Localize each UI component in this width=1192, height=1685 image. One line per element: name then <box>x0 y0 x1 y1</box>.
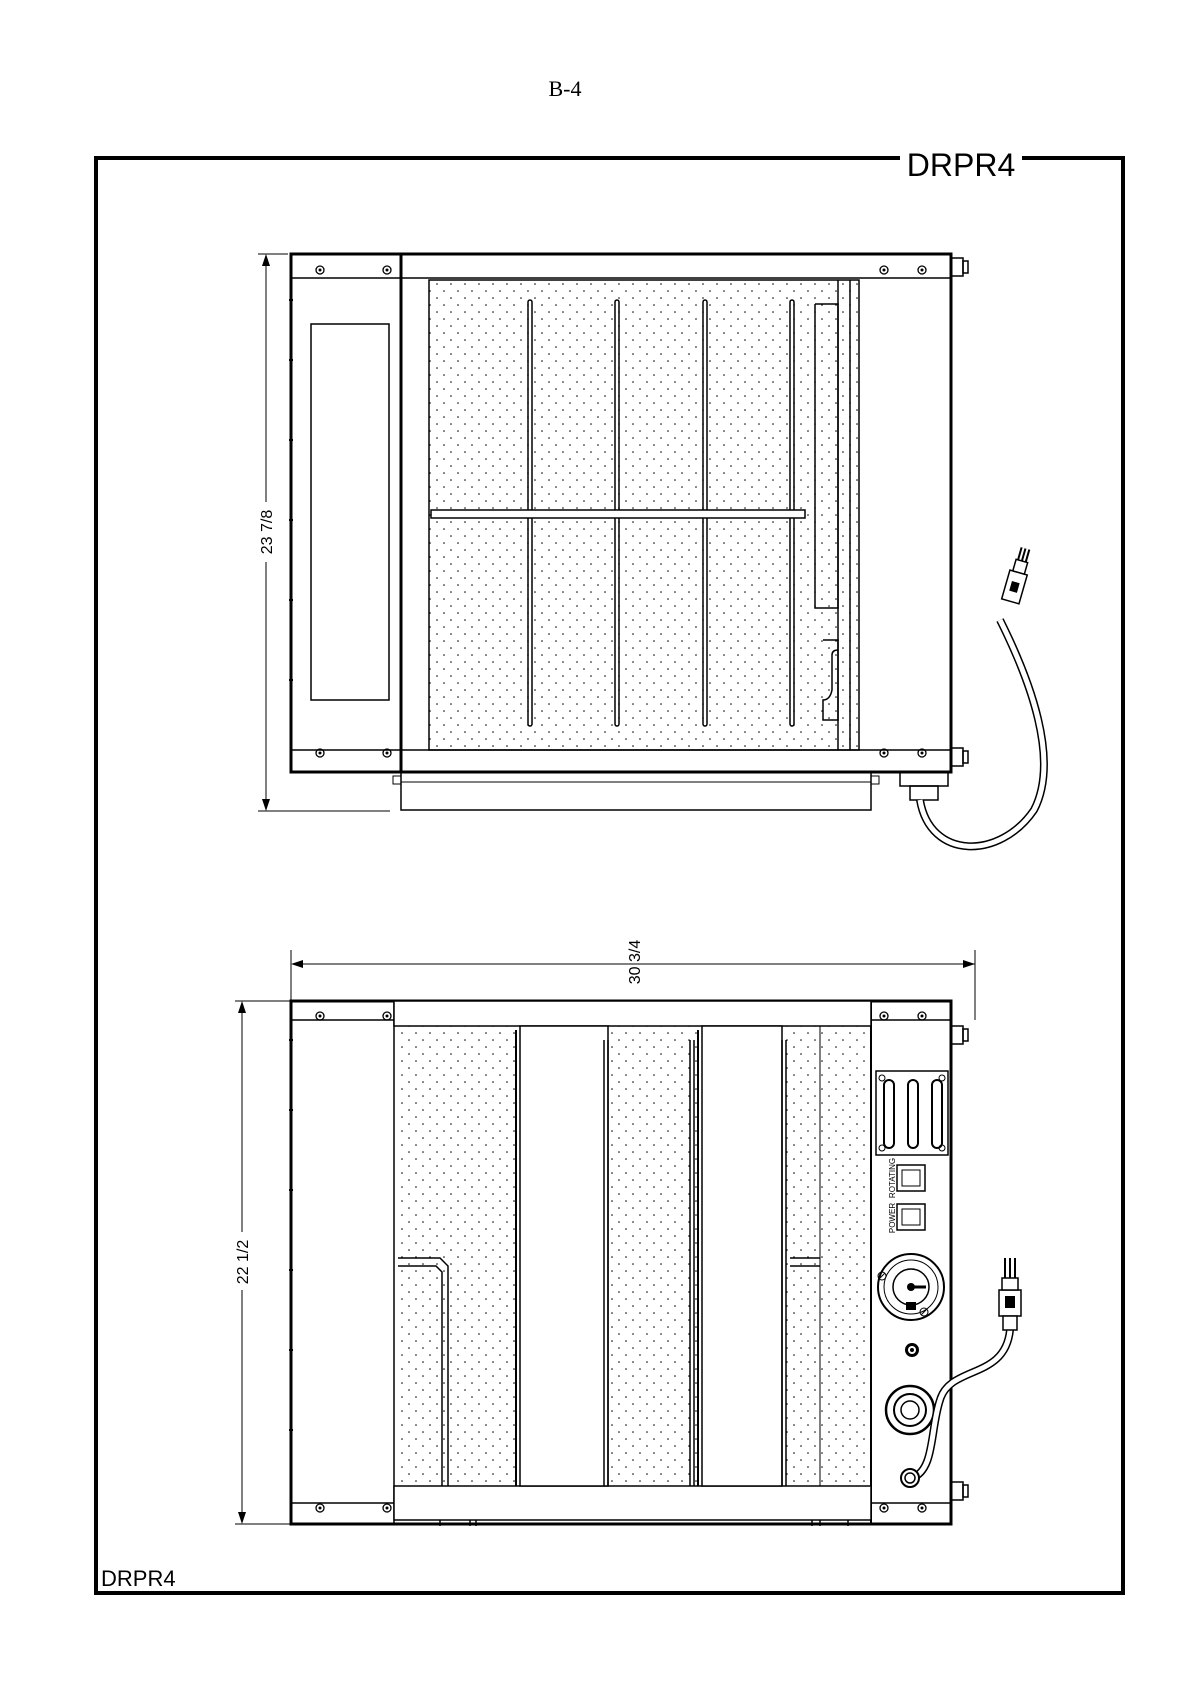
frame-title-bottom: DRPR4 <box>101 1566 176 1591</box>
power-plug <box>999 1258 1021 1330</box>
top-view: 23 7/8 <box>258 254 1044 846</box>
power-switch-label: POWER <box>888 1203 897 1233</box>
indicator-light <box>905 1343 919 1357</box>
frame-title-top: DRPR4 <box>907 147 1015 183</box>
cord-grommet <box>901 1469 919 1487</box>
rotating-switch[interactable] <box>897 1165 925 1191</box>
power-switch[interactable] <box>897 1204 925 1230</box>
rotating-switch-label: ROTATING <box>888 1158 897 1198</box>
front-view-height-label: 22 1/2 <box>235 1240 252 1285</box>
thermostat-dial[interactable] <box>878 1254 944 1320</box>
front-view: 30 3/4 22 1/2 <box>235 940 1021 1526</box>
front-view-width-label: 30 3/4 <box>627 940 644 985</box>
top-view-height-label: 23 7/8 <box>259 510 276 555</box>
fuse-holder[interactable] <box>886 1386 934 1434</box>
vent-grille <box>876 1071 948 1155</box>
